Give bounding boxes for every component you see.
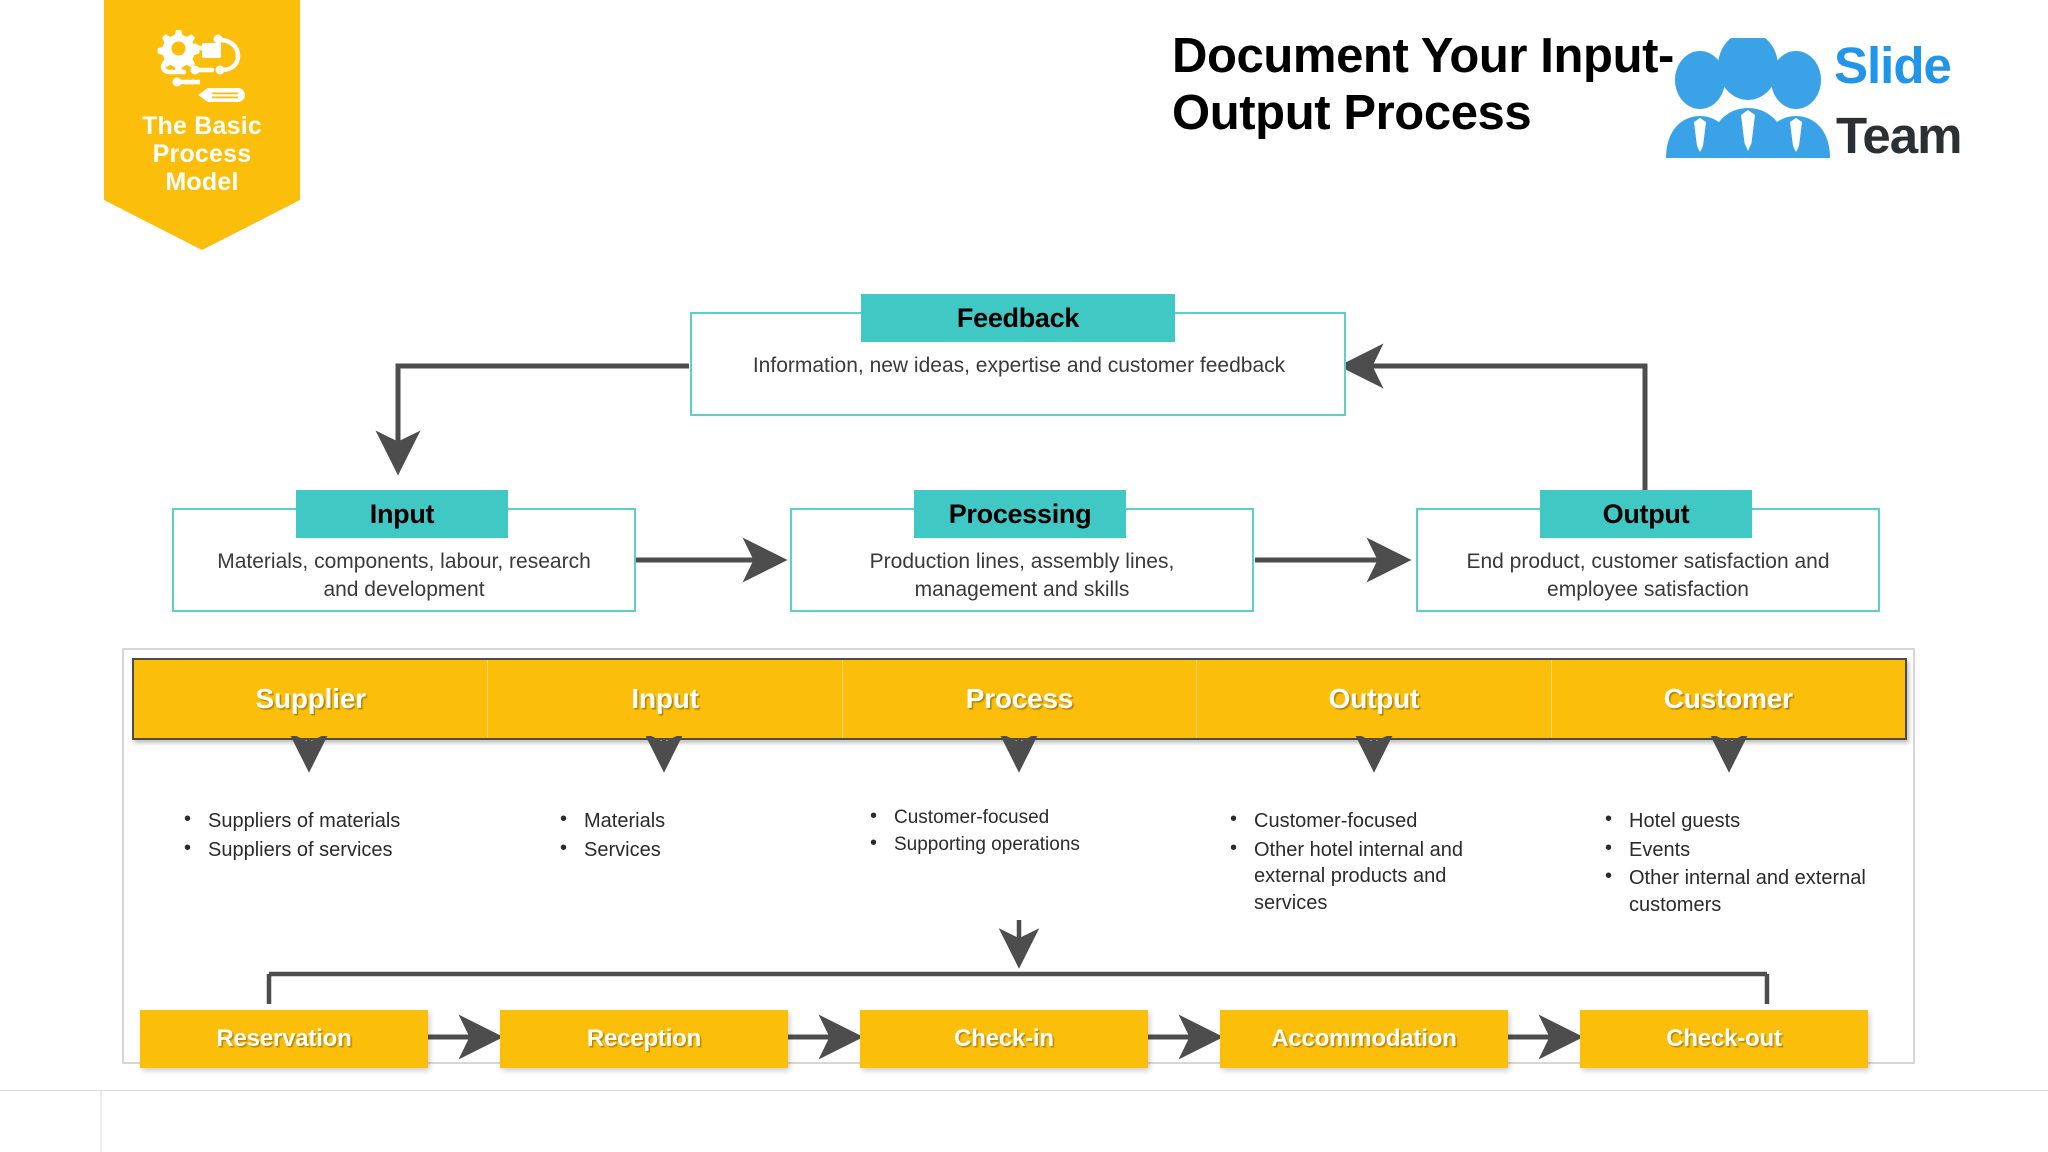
list-item: Other internal and external customers [1599,863,1879,918]
list-item: Customer-focused [1224,806,1504,835]
ribbon-title-line-3: Model [165,168,239,196]
sipoc-bullets-output: Customer-focused Other hotel internal an… [1224,806,1504,918]
list-item: Events [1599,835,1879,864]
feedback-body: Information, new ideas, expertise and cu… [752,354,1286,377]
ribbon-title-line-1: The Basic [142,112,262,140]
processing-body: Production lines, assembly lines, manage… [869,550,1175,601]
page-title-line-2: Output Process [1172,85,1532,140]
chain-box-reservation[interactable]: Reservation [140,1010,428,1068]
ribbon-title-line-2: Process [152,140,252,168]
sipoc-bullets-customer: Hotel guests Events Other internal and e… [1599,806,1879,920]
output-caption: Output [1540,490,1752,538]
sipoc-header-bar: Supplier Input Process Output Customer [132,658,1907,740]
input-caption: Input [296,490,508,538]
sipoc-bullets-supplier: Suppliers of materials Suppliers of serv… [178,806,468,865]
sipoc-header-process[interactable]: Process [843,660,1198,738]
sipoc-panel: Supplier Input Process Output Customer S… [122,648,1915,1068]
chain-box-check-out[interactable]: Check-out [1580,1010,1868,1068]
basic-process-model-ribbon: The Basic Process Model [104,0,300,250]
chain-box-accommodation[interactable]: Accommodation [1220,1010,1508,1068]
list-item: Services [554,835,804,864]
feedback-caption: Feedback [861,294,1175,342]
list-item: Suppliers of services [178,835,468,864]
gear-pencil-process-icon [150,26,254,106]
list-item: Hotel guests [1599,806,1879,835]
sipoc-bullets-input: Materials Services [554,806,804,865]
sipoc-header-arrows [288,736,1750,773]
output-body: End product, customer satisfaction and e… [1466,550,1830,601]
input-body: Materials, components, labour, research … [217,550,591,601]
list-item: Other hotel internal and external produc… [1224,835,1504,917]
list-item: Customer-focused [864,803,1174,830]
sipoc-chain-connector [266,920,1770,1004]
sipoc-header-customer[interactable]: Customer [1663,683,1793,714]
footer-divider [0,1090,2048,1091]
list-item: Materials [554,806,804,835]
sipoc-header-output[interactable]: Output [1197,660,1552,738]
page-title-line-1: Document Your Input- [1172,29,1674,83]
list-item: Suppliers of materials [178,806,468,835]
footer-band [0,1091,2048,1152]
list-item: Supporting operations [864,830,1174,857]
sipoc-bullets-process: Customer-focused Supporting operations [864,803,1174,860]
processing-caption: Processing [914,490,1126,538]
chain-arrows [427,1014,1584,1060]
ribbon-title: The Basic Process Model [122,112,282,196]
footer-left-marker [100,1091,102,1152]
chain-box-reception[interactable]: Reception [500,1010,788,1068]
chain-box-check-in[interactable]: Check-in [860,1010,1148,1068]
process-model-connectors [375,343,1648,583]
page-title: Document Your Input- Output Process [1172,28,1932,142]
sipoc-header-supplier[interactable]: Supplier [134,660,489,738]
sipoc-header-input[interactable]: Input [488,660,843,738]
